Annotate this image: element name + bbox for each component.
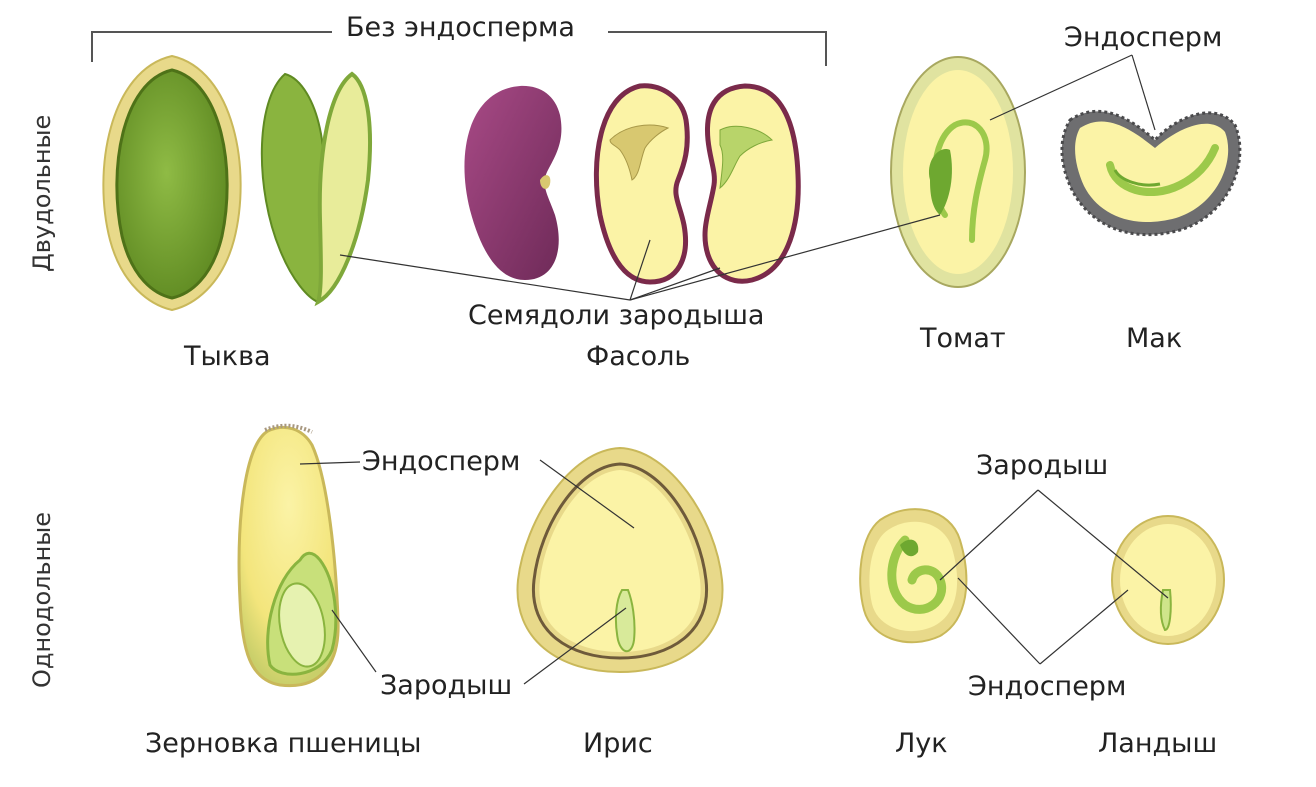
bean-seed-whole: [464, 86, 561, 280]
bean-caption: Фасоль: [586, 343, 690, 370]
iris-seed: [517, 448, 722, 672]
iris-caption: Ирис: [583, 730, 653, 757]
tomato-seed: [891, 57, 1025, 287]
poppy-seed: [1062, 111, 1240, 234]
lily-caption: Ландыш: [1098, 730, 1217, 757]
wheat-grain: [239, 426, 338, 686]
endosperm-label-top: Эндосперм: [1064, 24, 1222, 51]
endosperm-label-wheat: Эндосперм: [362, 448, 520, 475]
monocots-label: Однодольные: [30, 512, 54, 688]
embryo-label-wheat: Зародыш: [380, 672, 512, 699]
lily-of-the-valley-seed: [1112, 516, 1224, 644]
endosperm-label-right: Эндосперм: [968, 673, 1126, 700]
pumpkin-caption: Тыква: [184, 343, 271, 370]
embryo-label-right: Зародыш: [976, 452, 1108, 479]
onion-seed: [860, 509, 966, 642]
no-endosperm-label: Без эндосперма: [346, 14, 575, 41]
tomato-caption: Томат: [920, 325, 1006, 352]
wheat-caption: Зерновка пшеницы: [145, 730, 421, 757]
onion-caption: Лук: [895, 730, 948, 757]
dicots-label: Двудольные: [30, 115, 54, 272]
poppy-caption: Мак: [1126, 325, 1182, 352]
cotyledons-label: Семядоли зародыша: [468, 302, 764, 329]
pumpkin-seed-whole: [103, 56, 240, 310]
bean-seed-open: [596, 86, 798, 282]
pumpkin-seed-open: [262, 74, 370, 302]
